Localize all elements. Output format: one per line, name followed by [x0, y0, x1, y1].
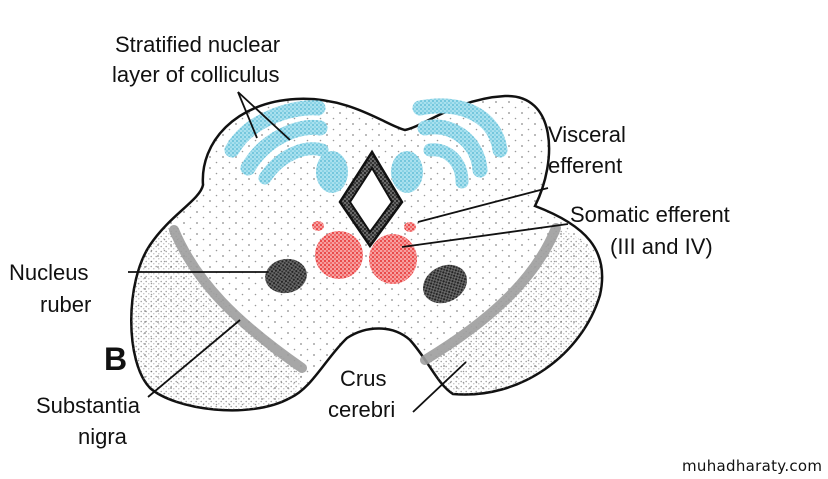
- label-nucleus-line1: Nucleus: [9, 260, 89, 285]
- label-stratified-line2: layer of colliculus: [112, 62, 280, 87]
- cerebral-aqueduct: [338, 149, 404, 249]
- label-stratified-line1: Stratified nuclear: [115, 32, 281, 57]
- left-substantia-nigra-band: [169, 225, 307, 373]
- substantia-nigra-leader: [147, 319, 241, 398]
- stratified-leader-1: [237, 91, 258, 139]
- somatic-leader: [401, 223, 569, 248]
- watermark: muhadharaty.com: [682, 457, 823, 475]
- label-somatic-line1: Somatic efferent: [570, 202, 730, 227]
- right-periaqueductal-blue: [391, 151, 423, 193]
- right-nucleus-ruber: [423, 264, 467, 304]
- label-crus-line2: cerebri: [328, 397, 396, 422]
- right-colliculus-layer-outer: [412, 98, 508, 158]
- stratified-leader-2: [237, 91, 291, 141]
- label-visceral-line2: efferent: [548, 153, 623, 178]
- right-somatic-efferent-nucleus: [369, 234, 417, 284]
- label-substantia-line1: Substantia: [36, 393, 140, 418]
- label-substantia-line2: nigra: [78, 424, 127, 449]
- nucleus-ruber-pair: [265, 258, 467, 304]
- label-nucleus-line2: ruber: [40, 292, 92, 317]
- left-colliculus-layer-outer: [224, 100, 326, 158]
- left-colliculus-layer-middle: [240, 119, 328, 176]
- left-visceral-efferent-nucleus: [312, 221, 324, 231]
- left-periaqueductal-blue: [316, 151, 348, 193]
- crus-cerebri-leader: [412, 361, 467, 413]
- left-nucleus-ruber: [265, 258, 307, 294]
- left-colliculus-layer-inner: [258, 142, 329, 185]
- panel-letter: B: [104, 341, 128, 377]
- right-visceral-efferent-nucleus: [404, 222, 416, 232]
- label-visceral-line1: Visceral: [548, 122, 626, 147]
- left-somatic-efferent-nucleus: [315, 231, 363, 279]
- right-colliculus-layer-inner: [423, 143, 469, 189]
- colliculus-layers: [224, 98, 508, 193]
- label-somatic-line2: (III and IV): [610, 234, 713, 259]
- label-crus-line1: Crus: [340, 366, 387, 391]
- leader-lines: [128, 91, 569, 413]
- visceral-leader: [417, 187, 549, 223]
- right-substantia-nigra-band: [420, 223, 561, 365]
- right-crus-cerebri: [428, 228, 601, 395]
- right-colliculus-layer-middle: [417, 119, 488, 178]
